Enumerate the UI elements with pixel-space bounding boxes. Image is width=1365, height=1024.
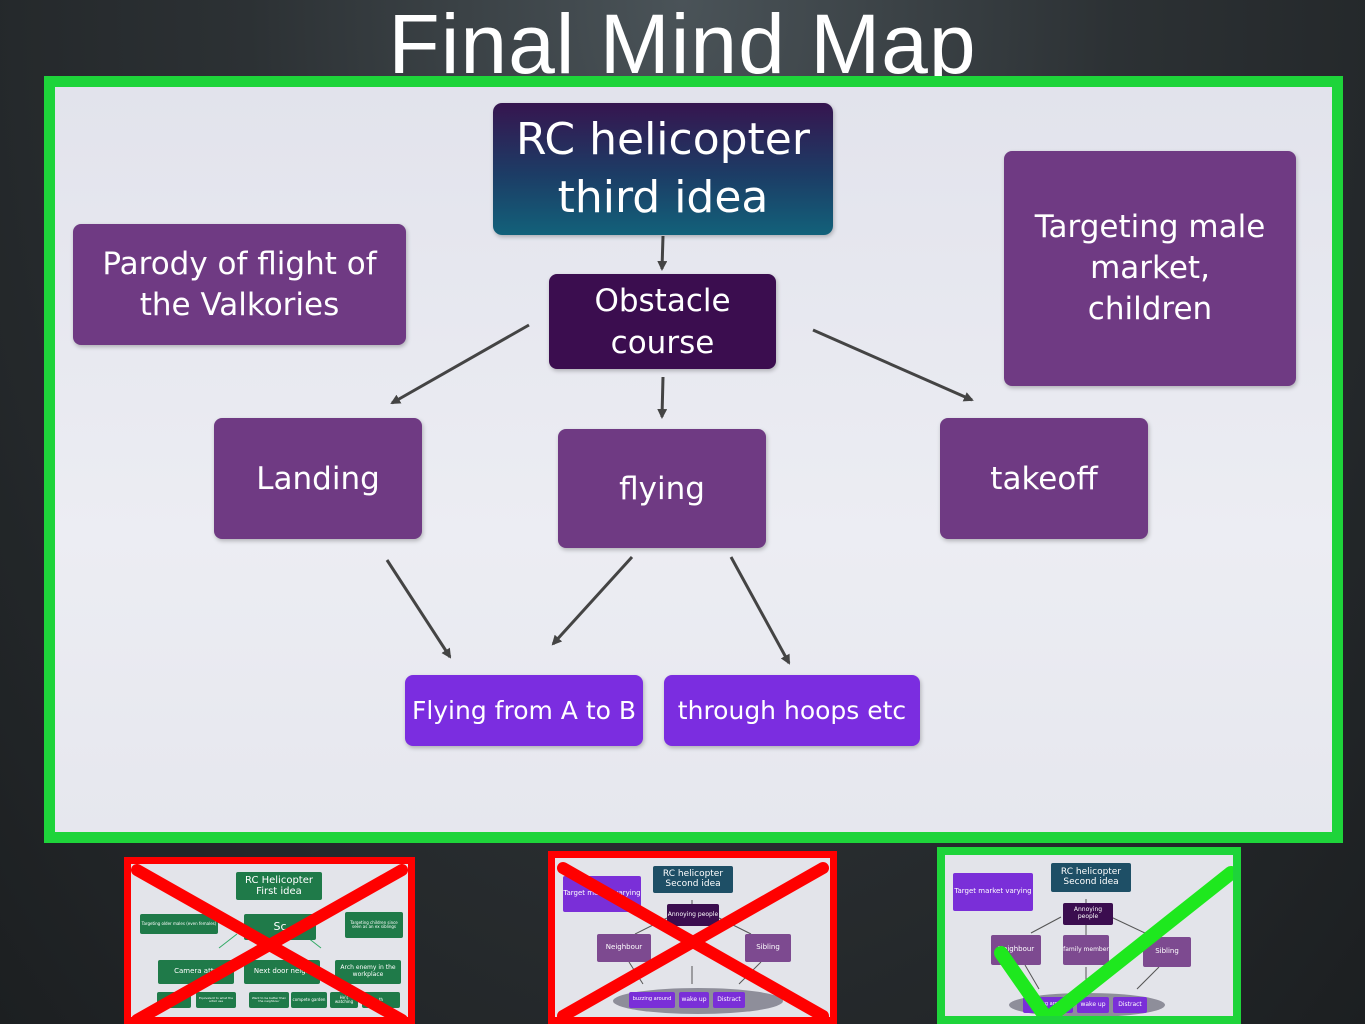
thumb-bottom-2: Equivalent to what the artist use <box>196 992 236 1008</box>
thumb-target-node: Target market varying <box>953 873 1033 911</box>
arrow-obstacle-to-landing <box>390 323 530 405</box>
central-idea-node: RC helicopter third idea <box>493 103 833 235</box>
slide-title: Final Mind Map <box>388 0 977 80</box>
targeting-node: Targeting male market, children <box>1004 151 1296 386</box>
thumb-connectors <box>1024 899 1160 990</box>
arrow-central-to-obstacle <box>657 235 668 271</box>
red-cross-icon <box>131 864 408 1017</box>
thumb-distract-node: Distract <box>1113 997 1147 1013</box>
thumb-distract-node: Distract <box>713 992 745 1008</box>
arrow-obstacle-to-flying <box>657 376 668 419</box>
thumb-sibling-node: Sibling <box>745 934 791 962</box>
thumb-left-top: Targeting older males (even females) <box>140 914 218 934</box>
connector-arrows <box>385 235 974 665</box>
thumb-bottom-4: compete garden <box>291 992 327 1008</box>
flying-a-to-b-node: Flying from A to B <box>405 675 643 746</box>
thumb-central-node: RC helicopter Second idea <box>1051 863 1131 892</box>
thumb-neighbour-node: Neighbour <box>597 934 651 962</box>
thumb-annoying-node: Annoying people <box>1063 903 1113 925</box>
landing-node: Landing <box>214 418 422 539</box>
thumb-right-top: Targeting children since seen as an ex s… <box>345 912 403 938</box>
final-mind-map-frame: RC helicopter third idea Obstacle course… <box>44 76 1343 843</box>
arrow-flying-to-hoops <box>729 556 791 665</box>
takeoff-node: takeoff <box>940 418 1148 539</box>
thumb-wake-node: wake up <box>1077 997 1109 1013</box>
thumb-annoying-node: Annoying people <box>667 904 719 926</box>
thumb-central-node: RC Helicopter First idea <box>236 872 322 900</box>
red-cross-icon <box>557 862 829 1017</box>
through-hoops-node: through hoops etc <box>664 675 920 746</box>
thumb-wake-node: wake up <box>679 992 709 1008</box>
arrow-landing-to-atob <box>385 559 452 659</box>
flying-node: flying <box>558 429 766 548</box>
obstacle-course-node: Obstacle course <box>549 274 776 369</box>
thumbnail-second-idea-approved: RC helicopter Second idea Target market … <box>937 847 1241 1024</box>
thumb-family-node: family member <box>1063 935 1109 965</box>
arrow-obstacle-to-takeoff <box>812 328 974 402</box>
thumb-right-mid: Arch enemy in the workplace <box>335 960 401 984</box>
green-check-icon <box>994 866 1233 1016</box>
parody-node: Parody of flight of the Valkories <box>73 224 406 345</box>
arrow-flying-to-atob <box>551 555 634 646</box>
thumb-buzzing-node: buzzing around <box>629 992 675 1008</box>
thumb-central-node: RC helicopter Second idea <box>653 866 733 893</box>
thumbnail-second-idea-rejected: RC helicopter Second idea Target market … <box>548 851 837 1024</box>
thumbnail-first-idea: RC Helicopter First idea Sc Targeting ol… <box>124 857 415 1024</box>
thumb-bottom-3: Want to be better than the neighbour <box>249 992 289 1008</box>
